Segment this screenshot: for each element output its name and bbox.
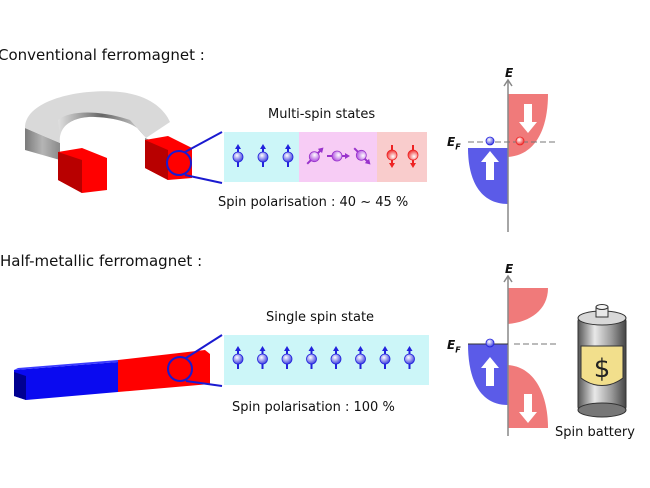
band-diagram-bottom [468,274,558,436]
spin-down-icon [386,145,398,168]
spin-up-icon [355,346,366,369]
battery-label: Spin battery [555,425,635,440]
spin-tilted-down-icon [353,147,371,165]
spin-up-icon [379,346,391,369]
half-metallic-polarisation-label: Spin polarisation : 100 % [232,400,395,415]
dollar-symbol: $ [594,354,611,384]
fermi-label-top: EF [447,135,461,152]
spin-battery-icon: $ [577,304,627,418]
energy-axis-arrow-bottom [503,274,513,283]
energy-axis-label-bottom: E [505,262,514,276]
single-spin-region [224,335,429,385]
spin-down-icon [407,145,419,168]
spin-up-icon [257,144,269,167]
spin-sideways-icon [327,150,350,162]
spin-down-arrow-icon [519,104,537,133]
fermi-label-bottom: EF [447,338,461,355]
multi-spin-label: Multi-spin states [268,107,376,122]
band-diagram-top [468,78,558,232]
spin-up-icon [282,144,294,167]
spin-tilted-up-icon [306,147,324,165]
spin-up-icon [232,346,244,369]
horseshoe-magnet [25,91,223,193]
energy-axis-label-top: E [505,66,514,80]
bar-magnet [14,334,223,400]
zoom-lens-top [166,150,192,176]
spin-down-arrow-icon [519,394,537,423]
single-spin-label: Single spin state [266,310,375,325]
spin-up-icon [306,346,317,369]
spin-up-icon [232,144,244,167]
spin-up-arrow-icon [481,357,499,386]
conventional-polarisation-label: Spin polarisation : 40 ~ 45 % [218,195,409,210]
energy-axis-arrow-top [503,78,513,87]
spin-up-icon [257,346,268,369]
conventional-title: Conventional ferromagnet : [0,46,205,64]
single-spin-row [232,346,415,369]
multi-spin-row [232,144,419,168]
half-metallic-title: Half-metallic ferromagnet : [0,252,203,270]
spin-up-icon [281,346,293,369]
zoom-lens-bottom [167,356,193,382]
spin-up-arrow-icon [481,151,499,180]
spin-up-icon [404,346,415,369]
spin-up-icon [330,346,342,369]
minority-region [377,132,427,182]
